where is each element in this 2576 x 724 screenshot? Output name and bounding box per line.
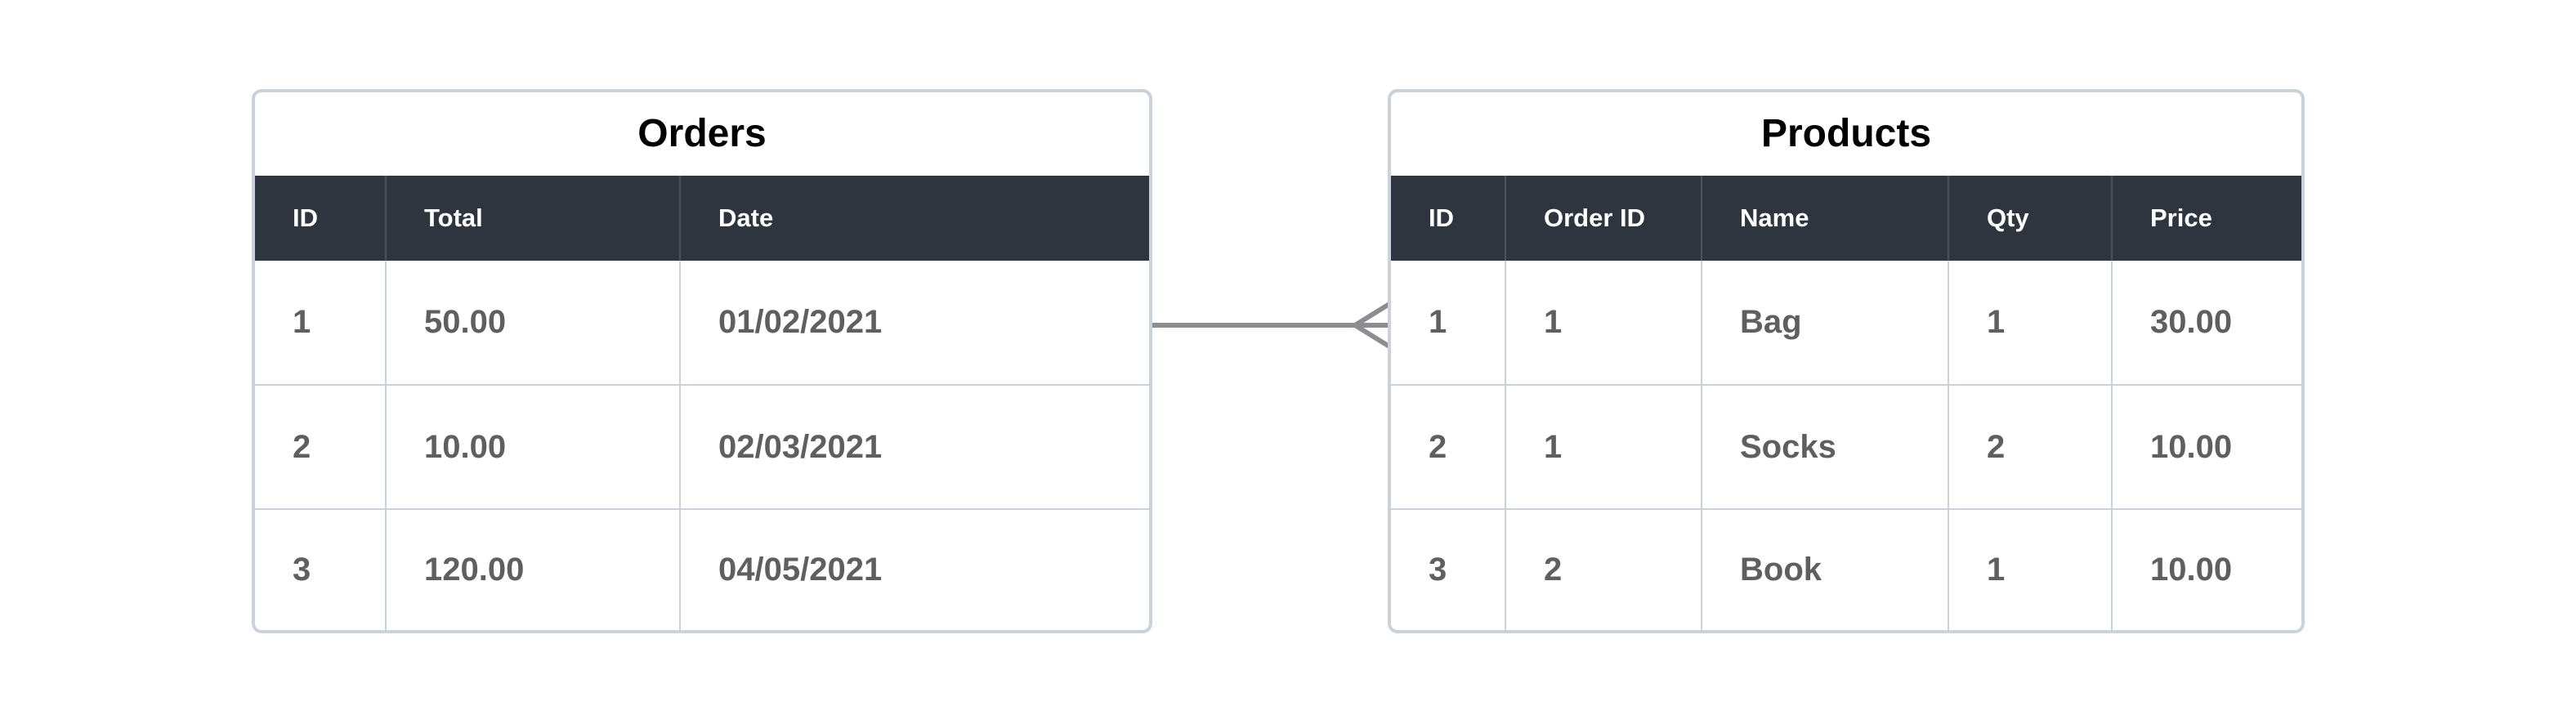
table-cell: 1 bbox=[293, 304, 311, 340]
column-header: ID bbox=[1391, 176, 1505, 261]
table-cell: 3 bbox=[255, 508, 386, 630]
table-cell: 2 bbox=[1505, 508, 1702, 630]
column-header: Total bbox=[385, 176, 680, 261]
products-header-row: ID Order ID Name Qty Price bbox=[1391, 176, 2301, 261]
table-cell: 1 bbox=[1948, 261, 2112, 385]
table-cell: Socks bbox=[1701, 384, 1948, 509]
crows-foot-upper bbox=[1353, 302, 1392, 328]
table-cell: 02/03/2021 bbox=[679, 384, 1149, 509]
relationship-connector bbox=[1152, 302, 1392, 349]
table-cell: 1 bbox=[1429, 304, 1447, 340]
column-header: Qty bbox=[1948, 176, 2112, 261]
table-cell: 01/02/2021 bbox=[679, 261, 1149, 385]
column-header: Price bbox=[2111, 176, 2301, 261]
column-header: Order ID bbox=[1505, 176, 1702, 261]
table-cell: 10.00 bbox=[385, 384, 680, 509]
table-cell: 10.00 bbox=[2111, 508, 2301, 630]
column-header: Date bbox=[679, 176, 1149, 261]
table-row: 2 1 Socks 2 10.00 bbox=[1391, 384, 2301, 509]
products-table: Products ID Order ID Name Qty Price 1 1 … bbox=[1388, 89, 2305, 633]
orders-table: Orders ID Total Date 1 50.00 01/02/2021 … bbox=[252, 89, 1152, 633]
table-cell: 50.00 bbox=[385, 261, 680, 385]
table-cell: 1 bbox=[1505, 261, 1702, 385]
table-cell: 2 bbox=[255, 384, 386, 509]
table-cell: Book bbox=[1701, 508, 1948, 630]
table-cell: 1 bbox=[1505, 384, 1702, 509]
table-cell: 10.00 bbox=[2111, 384, 2301, 509]
orders-title: Orders bbox=[637, 112, 767, 155]
crows-foot-lower bbox=[1353, 323, 1392, 349]
table-row: 3 120.00 04/05/2021 bbox=[255, 508, 1149, 630]
table-row: 3 2 Book 1 10.00 bbox=[1391, 508, 2301, 630]
column-header: ID bbox=[255, 176, 386, 261]
table-cell: 3 bbox=[1391, 508, 1505, 630]
table-cell: 2 bbox=[1391, 384, 1505, 509]
column-header: Name bbox=[1701, 176, 1948, 261]
table-row: 2 10.00 02/03/2021 bbox=[255, 384, 1149, 509]
table-row: 1 1 Bag 1 30.00 bbox=[1391, 261, 2301, 385]
table-cell: 1 bbox=[1948, 508, 2112, 630]
table-cell: 04/05/2021 bbox=[679, 508, 1149, 630]
products-title: Products bbox=[1760, 112, 1932, 155]
table-cell: 120.00 bbox=[385, 508, 680, 630]
table-cell: Bag bbox=[1701, 261, 1948, 385]
products-grid: ID Order ID Name Qty Price 1 1 Bag 1 30.… bbox=[1391, 176, 2301, 630]
table-cell: 30.00 bbox=[2111, 261, 2301, 385]
orders-header-row: ID Total Date bbox=[255, 176, 1149, 261]
table-row: 1 50.00 01/02/2021 bbox=[255, 261, 1149, 385]
table-cell: 2 bbox=[1948, 384, 2112, 509]
orders-grid: ID Total Date 1 50.00 01/02/2021 2 10.00… bbox=[255, 176, 1149, 630]
